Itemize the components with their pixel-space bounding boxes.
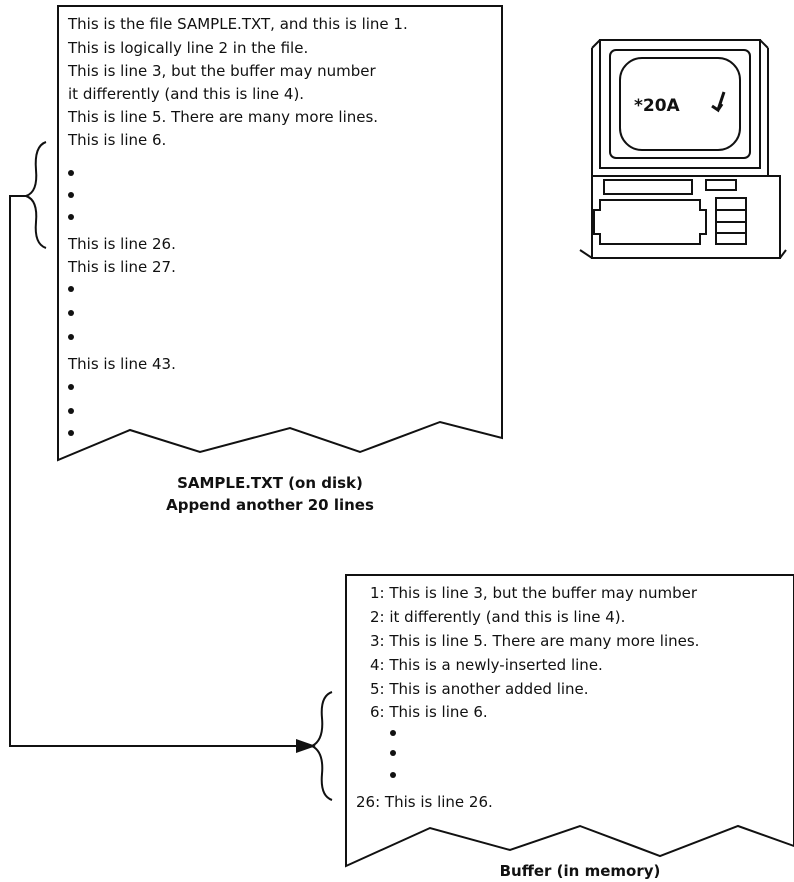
file-caption: SAMPLE.TXT (on disk) Append another 20 l… [140,474,400,514]
ellipsis-bullet [390,772,396,778]
buffer-line: 3: This is line 5. There are many more l… [370,631,699,651]
ellipsis-bullet [68,214,74,220]
file-line: This is the file SAMPLE.TXT, and this is… [68,14,408,34]
buffer-line: 2: it differently (and this is line 4). [370,607,625,627]
buffer-line: 26: This is line 26. [356,792,493,812]
file-line: This is line 43. [68,354,176,374]
file-line: This is logically line 2 in the file. [68,38,308,58]
ellipsis-bullet [68,170,74,176]
file-line: This is line 5. There are many more line… [68,107,378,127]
file-brace [26,142,46,248]
file-caption-subtitle: Append another 20 lines [140,496,400,514]
file-line: This is line 3, but the buffer may numbe… [68,61,376,81]
ellipsis-bullet [68,286,74,292]
file-caption-title: SAMPLE.TXT (on disk) [140,474,400,492]
buffer-line: 5: This is another added line. [370,679,589,699]
file-line: This is line 27. [68,257,176,277]
buffer-line: 4: This is a newly-inserted line. [370,655,603,675]
ellipsis-bullet [390,730,396,736]
ellipsis-bullet [68,384,74,390]
file-line: it differently (and this is line 4). [68,84,304,104]
ellipsis-bullet [68,334,74,340]
buffer-caption: Buffer (in memory) [470,862,690,880]
file-line: This is line 26. [68,234,176,254]
file-line: This is line 6. [68,130,166,150]
ellipsis-bullet [68,192,74,198]
ellipsis-bullet [68,430,74,436]
ellipsis-bullet [68,408,74,414]
ellipsis-bullet [390,750,396,756]
buffer-line: 6: This is line 6. [370,702,488,722]
ellipsis-bullet [68,310,74,316]
buffer-line: 1: This is line 3, but the buffer may nu… [370,583,697,603]
